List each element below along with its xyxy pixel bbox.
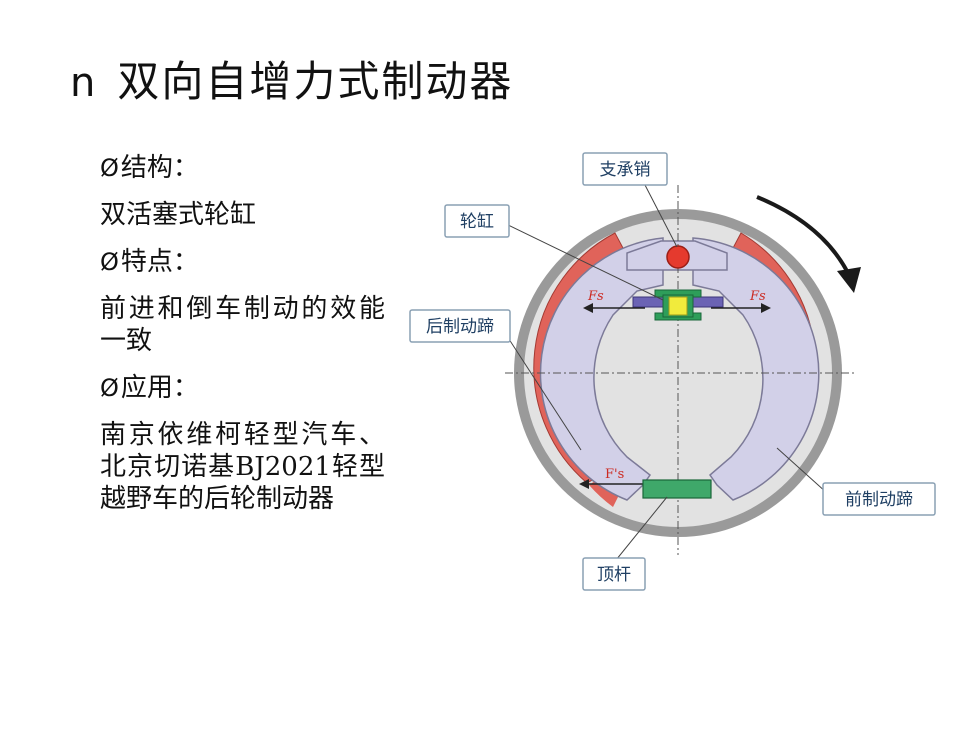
front-shoe [692, 237, 820, 501]
label-rear-shoe: 后制动蹄 [409, 309, 511, 343]
svg-text:后制动蹄: 后制动蹄 [426, 317, 494, 337]
svg-text:前制动蹄: 前制动蹄 [845, 490, 913, 510]
force-label-bottom: F's [605, 467, 624, 482]
label-wheel-cylinder: 轮缸 [444, 204, 510, 238]
bullet-marker: Ø [100, 154, 119, 182]
wheel-cylinder [632, 289, 724, 321]
brake-diagram: Fs Fs F's 支承销 轮缸 后制动蹄 前制动蹄 顶杆 [409, 152, 936, 591]
slide-title: n 双向自增力式制动器 [70, 48, 513, 109]
force-arrows: Fs Fs F's [579, 289, 771, 489]
piston [668, 296, 688, 316]
label-push-rod: 顶杆 [582, 557, 646, 591]
bullet-marker: Ø [100, 248, 119, 276]
rotation-arrowhead [837, 267, 861, 293]
svg-text:轮缸: 轮缸 [460, 211, 494, 232]
force-label-left: Fs [587, 289, 604, 304]
rotation-arrow [756, 195, 852, 278]
support-pin [666, 245, 690, 269]
title-text: 双向自增力式制动器 [117, 57, 514, 106]
leader-lines [504, 184, 828, 566]
structure-body: 双活塞式轮缸 [100, 200, 257, 230]
svg-text:支承销: 支承销 [600, 160, 651, 180]
force-label-right: Fs [749, 289, 766, 304]
label-support-pin: 支承销 [582, 152, 668, 186]
label-front-shoe: 前制动蹄 [822, 482, 936, 516]
svg-text:顶杆: 顶杆 [597, 565, 631, 585]
title-bullet: n [70, 60, 96, 106]
push-rod [642, 479, 712, 499]
bullet-marker: Ø [100, 374, 119, 402]
feature-body: 前进和倒车制动的效能一致 [100, 294, 385, 356]
application-body: 南京依维柯轻型汽车、北京切诺基BJ2021轻型越野车的后轮制动器 [100, 420, 385, 514]
